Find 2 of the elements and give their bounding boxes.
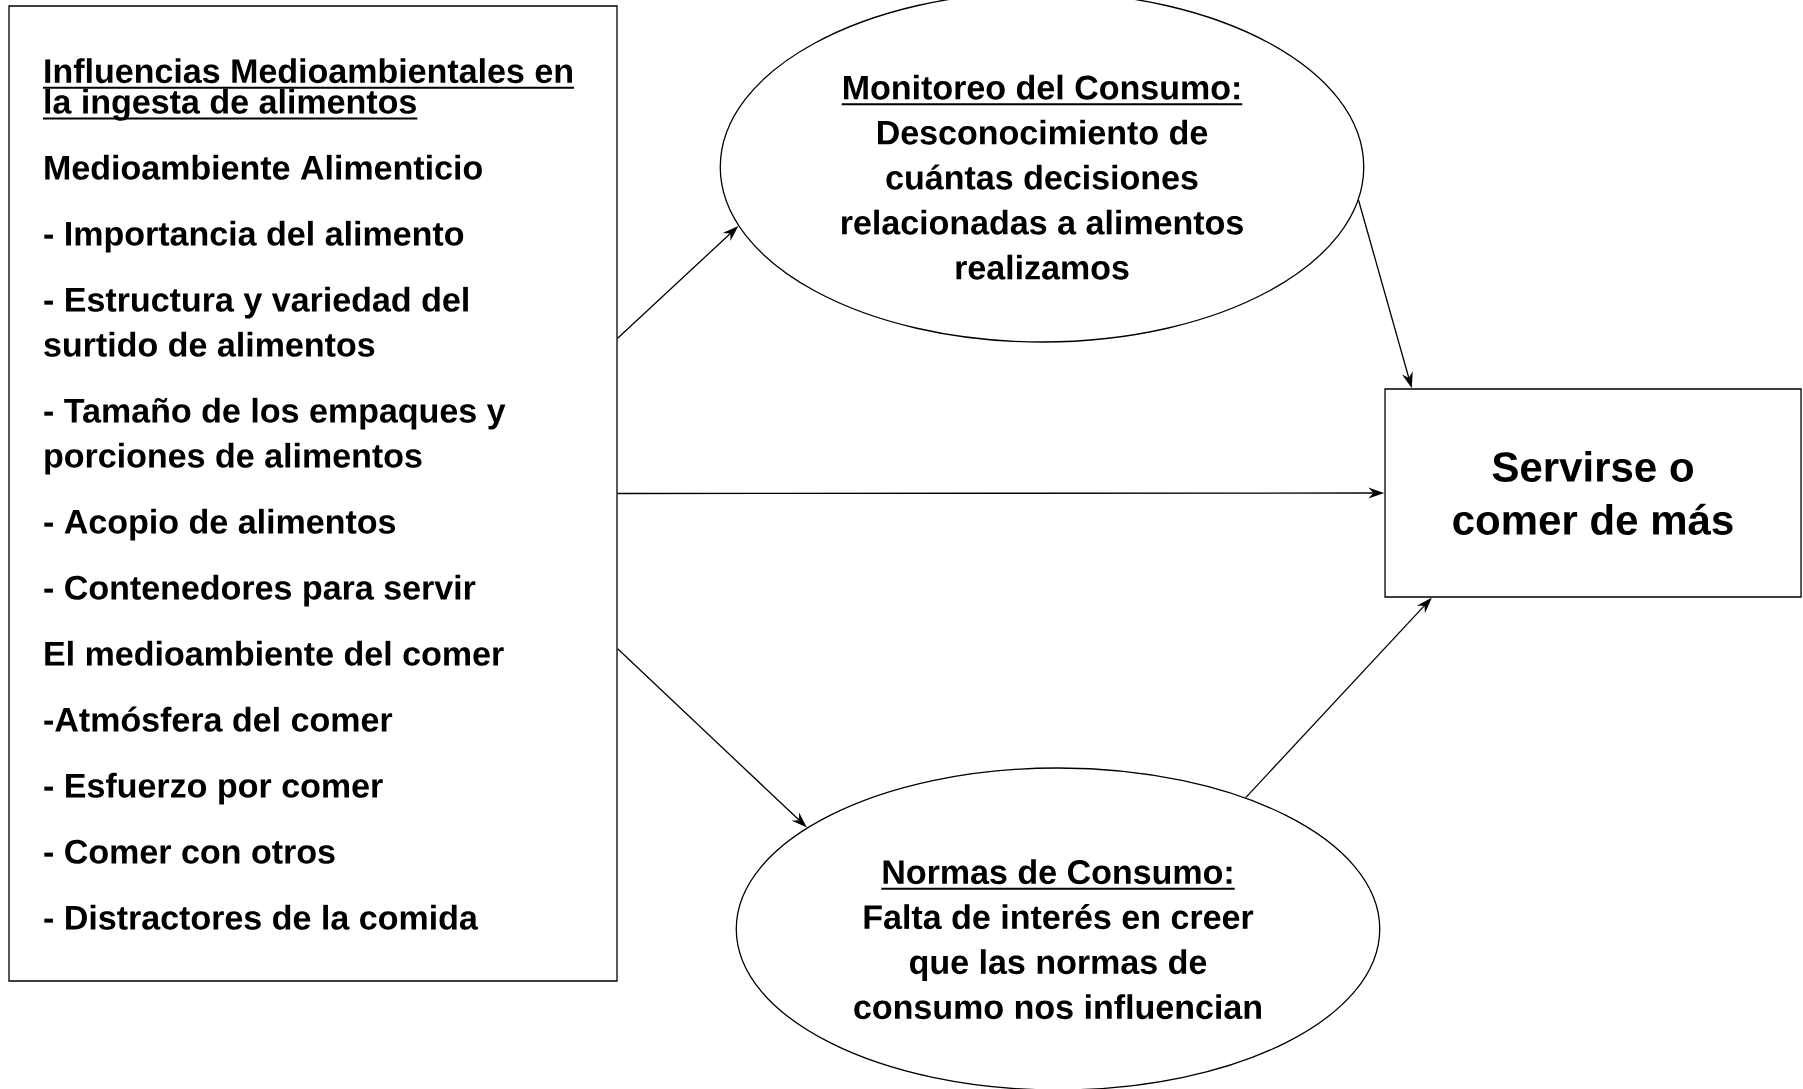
text-box: Influencias Medioambientales en la ingesta de alimentos Medioambiente Alimenticio - Importancia del alimento - Estructura y variedad del surtido de alimentos - Tamaño de los empaques y porciones de alimentos - Acopio de alimentos - Contenedores para servir El medioambiente del comer -Atmósfera del comer - Esfuerzo por comer - Comer con otros - Distractores de la comida — [8, 5, 618, 982]
outcome-box: Servirse o comer de más — [1384, 388, 1802, 598]
